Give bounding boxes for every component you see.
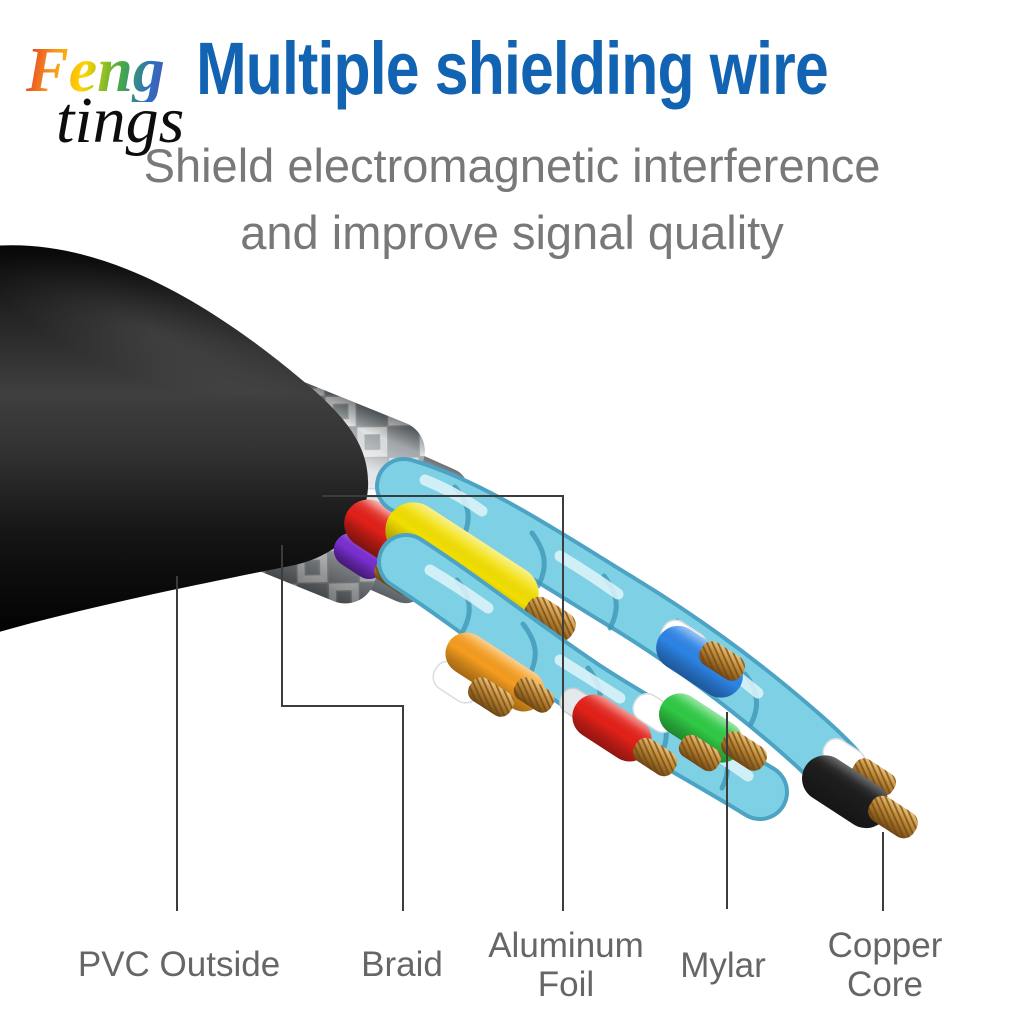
brand-logo-line1: Feng bbox=[26, 38, 184, 102]
pvc-jacket-layer bbox=[0, 245, 369, 632]
copper-core-strand-1 bbox=[852, 758, 896, 796]
wire-blue bbox=[656, 625, 743, 698]
label-mylar: Mylar bbox=[680, 946, 766, 985]
copper-tip-red2 bbox=[632, 737, 678, 777]
leader-line-aluminum-foil bbox=[322, 495, 564, 911]
wire-yellow bbox=[385, 502, 539, 622]
brand-logo-line2: tings bbox=[56, 84, 185, 157]
copper-tip-green-2 bbox=[721, 731, 767, 771]
wire-black-end bbox=[802, 755, 890, 829]
label-aluminum-foil-line1: Aluminum bbox=[488, 926, 644, 965]
subtitle-line1: Shield electromagnetic interference bbox=[143, 139, 881, 192]
subtitle-line2: and improve signal quality bbox=[240, 206, 784, 259]
leader-line-braid bbox=[281, 545, 404, 911]
copper-tip-blue bbox=[699, 641, 745, 681]
label-copper-core-line2: Core bbox=[847, 965, 923, 1005]
label-copper-core: Copper Core bbox=[828, 926, 943, 1004]
brand-logo: Feng tings bbox=[26, 38, 184, 154]
wire-red2 bbox=[572, 694, 652, 762]
leader-lines bbox=[176, 495, 884, 911]
label-aluminum-foil: Aluminum Foil bbox=[488, 926, 644, 1004]
label-pvc-outside: PVC Outside bbox=[77, 945, 281, 984]
label-braid: Braid bbox=[361, 945, 443, 984]
copper-core-strand-2 bbox=[868, 795, 918, 839]
page-title: Multiple shielding wire bbox=[196, 27, 829, 110]
label-copper-core-line1: Copper bbox=[827, 926, 943, 965]
copper-tip-orange-1 bbox=[468, 677, 514, 717]
copper-tip-orange-2 bbox=[513, 677, 555, 713]
label-aluminum-foil-line2: Foil bbox=[537, 965, 595, 1005]
copper-tip-green-1 bbox=[678, 734, 722, 772]
